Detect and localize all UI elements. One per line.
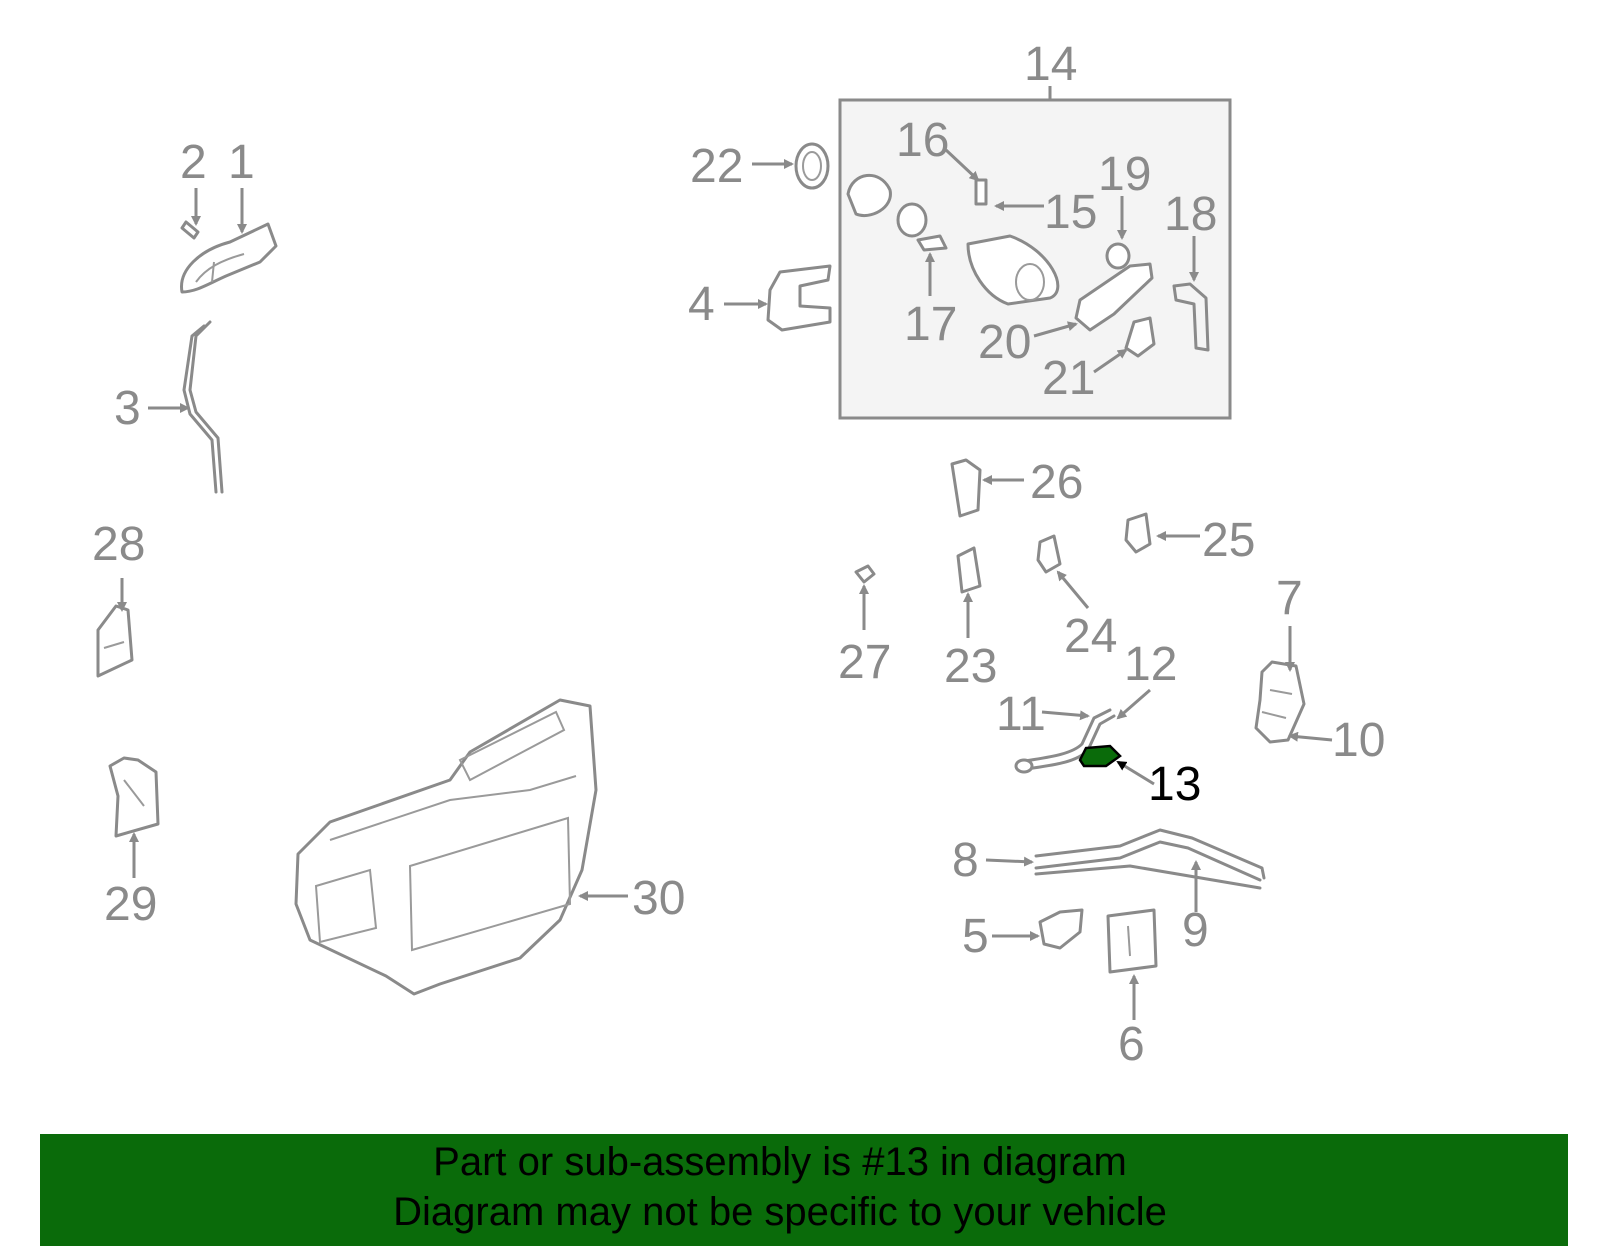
callout-13-highlighted: 13 [1148, 758, 1201, 811]
part-13-highlighted [1078, 744, 1122, 768]
part-11-12-rods [1014, 708, 1116, 774]
callout-2: 2 [180, 136, 207, 189]
callout-17: 17 [904, 298, 957, 351]
callout-19: 19 [1098, 148, 1151, 201]
callout-10: 10 [1332, 714, 1385, 767]
part-4-bracket [766, 264, 832, 332]
part-kit-knob [896, 202, 928, 238]
part-1-outside-handle [180, 222, 278, 294]
part-2-clip [180, 220, 200, 240]
part-18-rod [1172, 282, 1210, 352]
part-21-retainer [1124, 316, 1156, 358]
part-7-10-latch [1254, 660, 1306, 744]
callout-7: 7 [1276, 572, 1303, 625]
part-20-lever [1074, 262, 1154, 332]
part-8-9-rods [1034, 828, 1266, 890]
callout-15: 15 [1044, 186, 1097, 239]
callout-4: 4 [688, 278, 715, 331]
part-5-clip [1038, 908, 1084, 950]
callout-18: 18 [1164, 188, 1217, 241]
callout-24: 24 [1064, 610, 1117, 663]
callout-6: 6 [1118, 1018, 1145, 1071]
part-16-pin [974, 178, 988, 206]
callout-20: 20 [978, 316, 1031, 369]
part-22-ring [794, 142, 830, 190]
part-27-screw [854, 564, 876, 584]
callout-16: 16 [896, 114, 949, 167]
callout-22: 22 [690, 140, 743, 193]
part-24-clip [1036, 534, 1062, 574]
info-banner: Part or sub-assembly is #13 in diagram D… [40, 1134, 1568, 1246]
part-3-rod [182, 320, 224, 494]
callout-29: 29 [104, 878, 157, 931]
part-6-pad [1106, 908, 1158, 974]
part-19-ring [1105, 242, 1131, 270]
callout-12: 12 [1124, 638, 1177, 691]
part-kit-cap [846, 173, 892, 217]
callout-21: 21 [1042, 352, 1095, 405]
callout-28: 28 [92, 518, 145, 571]
callout-9: 9 [1182, 904, 1209, 957]
callout-3: 3 [114, 382, 141, 435]
part-17-clip [916, 234, 948, 252]
callout-5: 5 [962, 910, 989, 963]
callout-1: 1 [228, 136, 255, 189]
part-lock-cylinder [966, 234, 1060, 306]
callout-labels: 2 1 3 28 29 30 14 22 16 15 19 18 4 17 20… [92, 38, 1385, 1071]
callout-26: 26 [1030, 456, 1083, 509]
banner-line-2: Diagram may not be specific to your vehi… [393, 1190, 1167, 1234]
callout-27: 27 [838, 636, 891, 689]
leader-arrows [117, 148, 1333, 1020]
callout-23: 23 [944, 640, 997, 693]
part-28-bracket [96, 604, 134, 678]
part-29-bracket [108, 756, 160, 838]
part-23-clip [956, 546, 982, 594]
banner-line-1: Part or sub-assembly is #13 in diagram [433, 1140, 1127, 1184]
part-30-door-panel [294, 698, 598, 996]
callout-14: 14 [1024, 38, 1077, 91]
part-26-bracket [950, 458, 982, 518]
callout-30: 30 [632, 872, 685, 925]
part-25-clip [1124, 512, 1152, 554]
callout-25: 25 [1202, 514, 1255, 567]
callout-11: 11 [996, 688, 1046, 741]
callout-8: 8 [952, 834, 979, 887]
